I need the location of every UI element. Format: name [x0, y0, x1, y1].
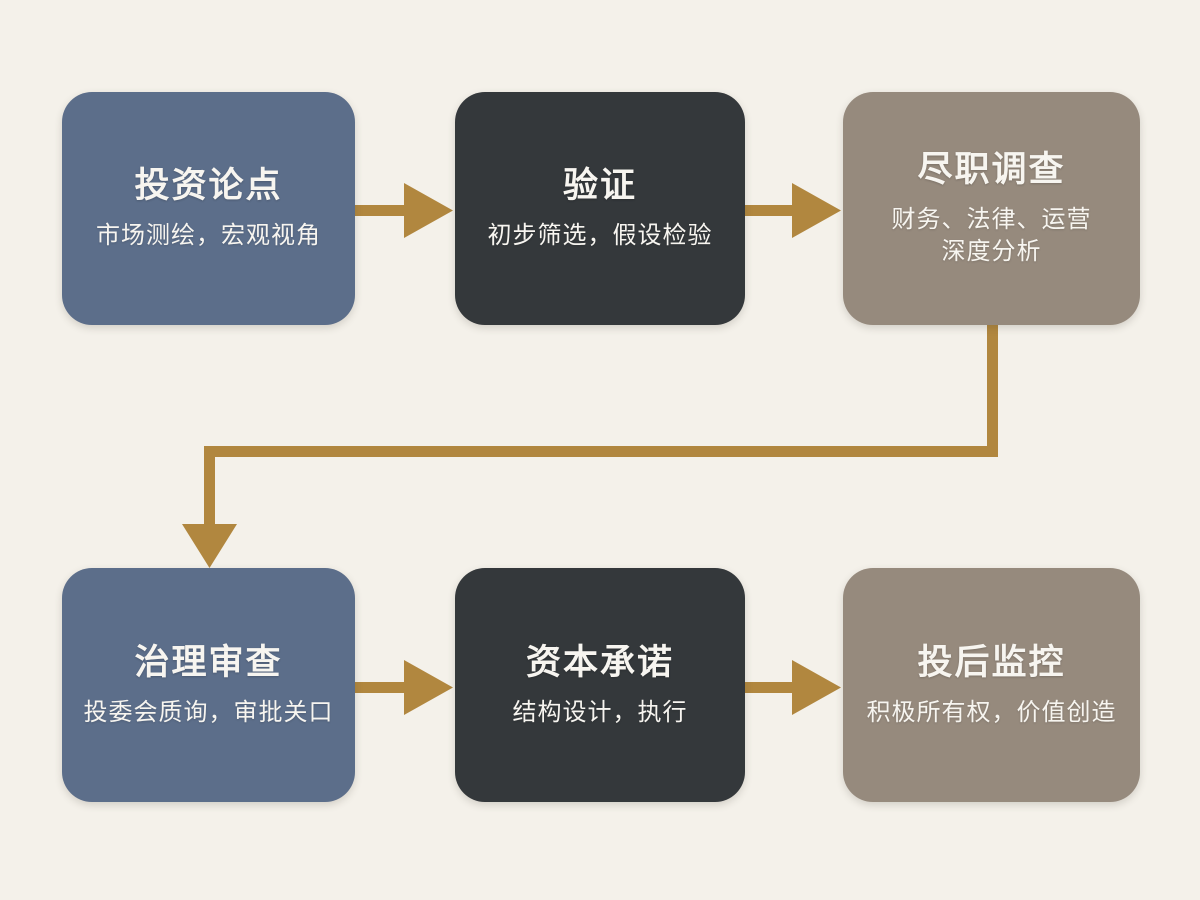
- node-due-diligence: 尽职调查 财务、法律、运营深度分析: [843, 92, 1140, 325]
- node-subtitle: 结构设计，执行: [512, 698, 688, 726]
- arrow-governance-to-capital-icon: [355, 660, 453, 715]
- node-title: 投资论点: [134, 166, 283, 206]
- node-validation: 验证 初步筛选，假设检验: [455, 92, 745, 325]
- node-subtitle: 积极所有权，价值创造: [866, 698, 1117, 726]
- arrow-capital-to-monitoring-icon: [745, 660, 841, 715]
- node-title: 治理审查: [134, 642, 283, 682]
- arrow-validation-to-diligence-icon: [745, 183, 841, 238]
- node-title: 资本承诺: [525, 642, 674, 682]
- node-subtitle: 市场测绘，宏观视角: [96, 222, 321, 250]
- node-post-investment-monitoring: 投后监控 积极所有权，价值创造: [843, 568, 1140, 802]
- node-governance-review: 治理审查 投委会质询，审批关口: [62, 568, 355, 802]
- node-title: 验证: [562, 166, 637, 206]
- node-subtitle: 初步筛选，假设检验: [487, 222, 713, 250]
- node-investment-thesis: 投资论点 市场测绘，宏观视角: [62, 92, 355, 325]
- node-subtitle: 投委会质询，审批关口: [83, 698, 334, 726]
- node-subtitle: 财务、法律、运营深度分析: [891, 205, 1092, 266]
- arrow-thesis-to-validation-icon: [355, 183, 453, 238]
- node-capital-commitment: 资本承诺 结构设计，执行: [455, 568, 745, 802]
- elbow-connector-diligence-to-governance-icon: [182, 323, 998, 568]
- node-title: 投后监控: [917, 642, 1066, 682]
- node-title: 尽职调查: [917, 150, 1066, 190]
